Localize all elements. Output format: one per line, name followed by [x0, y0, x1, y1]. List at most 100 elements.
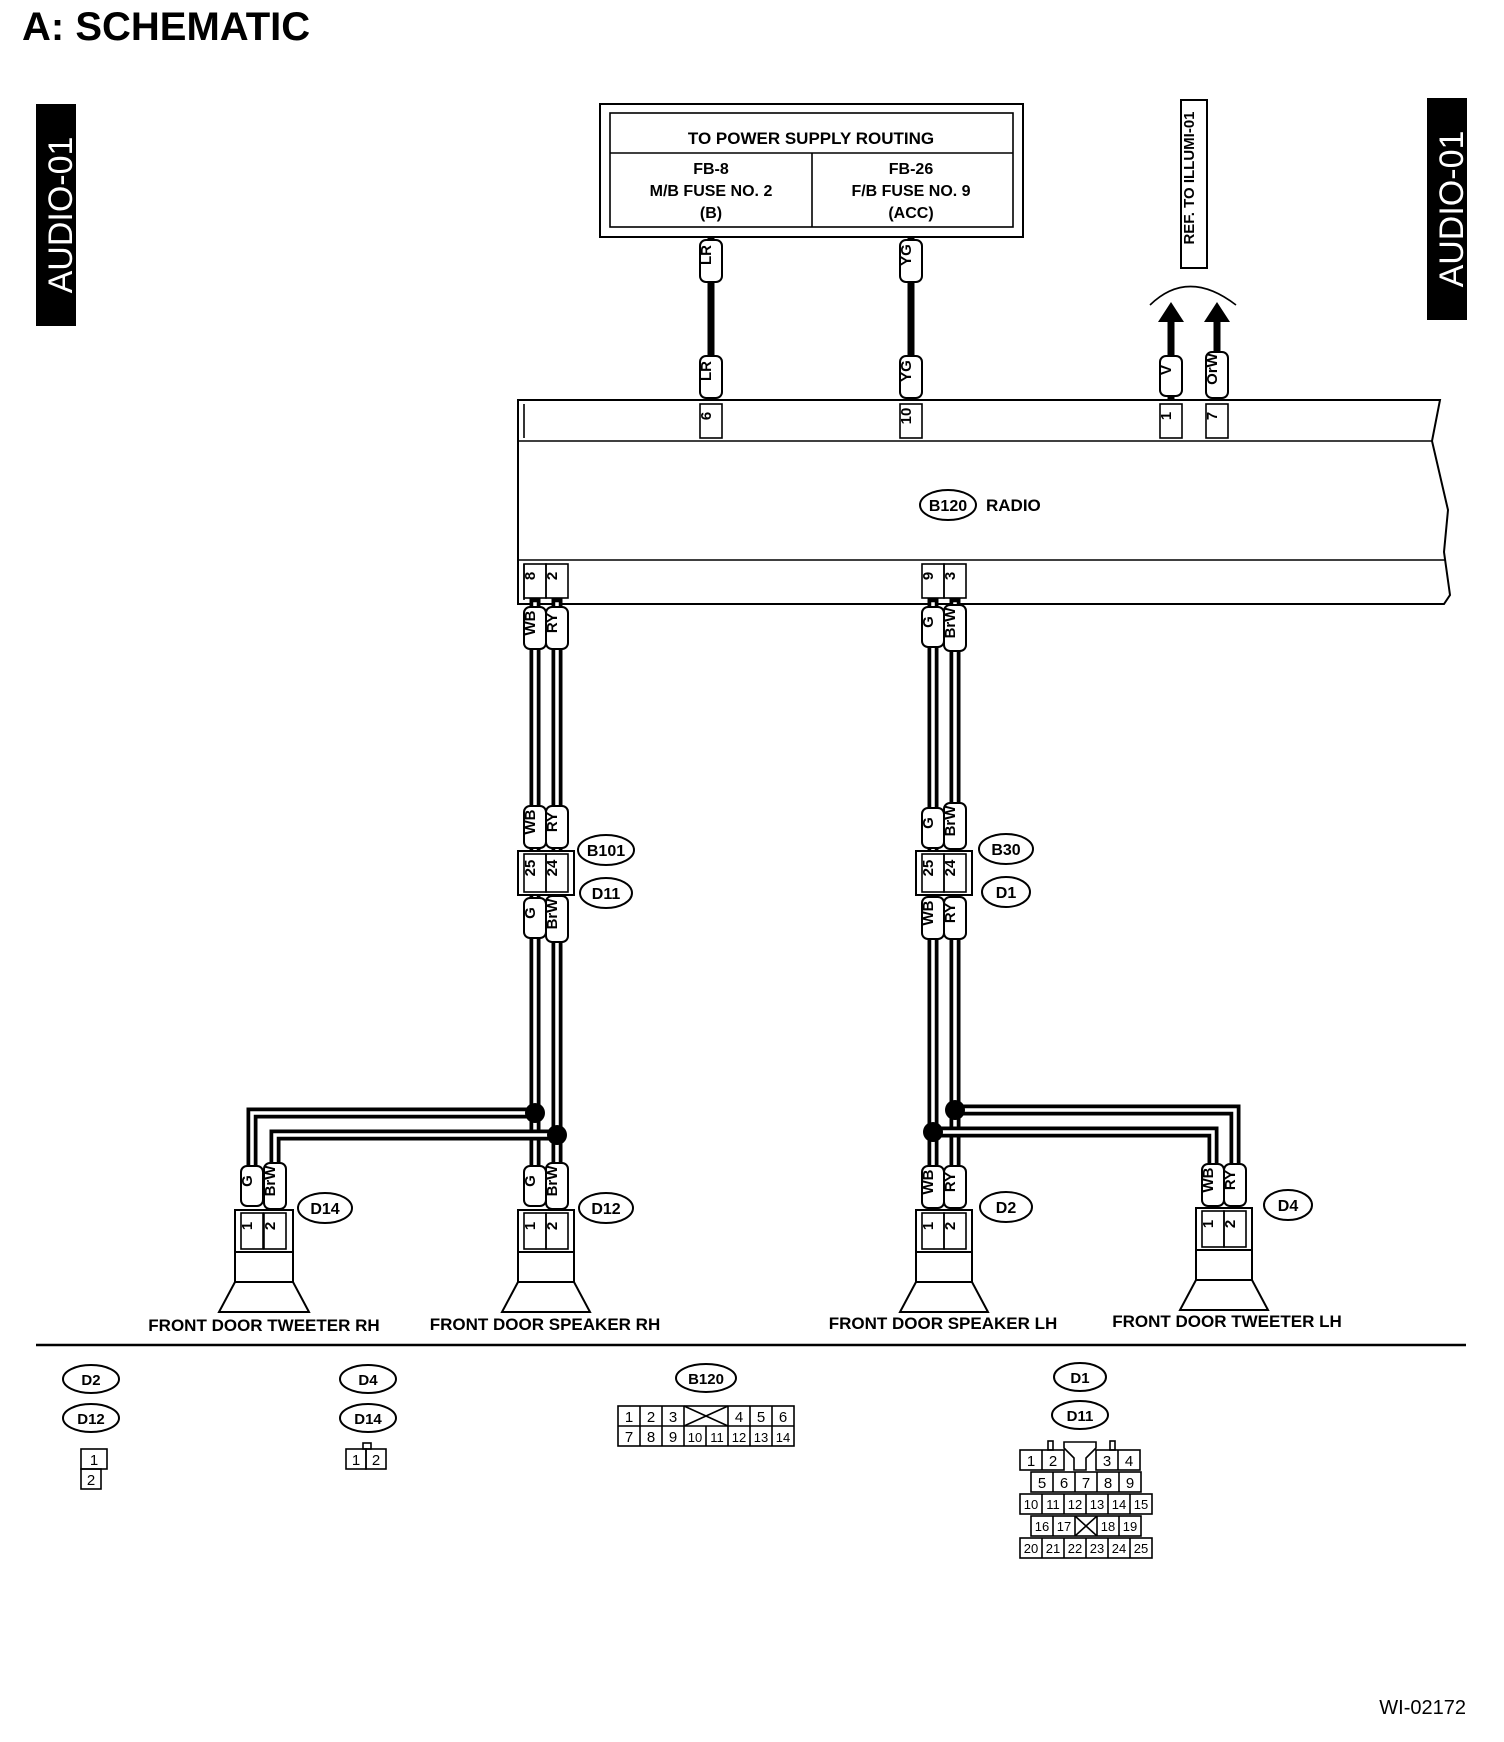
wire-tag-lr-bottom: LR: [698, 361, 715, 381]
top-wire-yg: YG YG: [898, 237, 923, 400]
svg-text:11: 11: [710, 1430, 724, 1445]
wire-tag-yg-top: YG: [898, 244, 915, 266]
svg-text:2: 2: [372, 1452, 380, 1469]
speaker-tweeter-rh: G BrW 1 2 D14 FRONT DOOR TWEETER RH: [148, 1162, 380, 1335]
side-label-left-text: AUDIO-01: [42, 137, 80, 294]
speaker-label: FRONT DOOR SPEAKER LH: [829, 1314, 1058, 1333]
wire-tag: BrW: [544, 898, 561, 930]
svg-text:11: 11: [1046, 1497, 1060, 1512]
svg-text:2: 2: [647, 1409, 655, 1426]
rh-harness: WB RY WB RY 25 24 G BrW B101 D11: [246, 598, 635, 1171]
wire-tag: G: [920, 817, 937, 829]
pin-7: 7: [1204, 412, 1221, 420]
pin: 2: [1222, 1220, 1239, 1228]
power-right-line2: F/B FUSE NO. 9: [851, 183, 970, 200]
svg-text:6: 6: [779, 1409, 787, 1426]
power-right-line1: FB-26: [889, 161, 934, 178]
svg-text:17: 17: [1057, 1519, 1071, 1534]
pin-3: 3: [942, 572, 959, 580]
wire-tag: G: [920, 616, 937, 628]
pin: 2: [544, 1222, 561, 1230]
pin-6: 6: [698, 412, 715, 420]
svg-text:23: 23: [1090, 1541, 1104, 1556]
pin: 1: [1200, 1220, 1217, 1228]
pin: 1: [522, 1222, 539, 1230]
svg-text:22: 22: [1068, 1541, 1082, 1556]
radio-label: RADIO: [986, 496, 1041, 515]
radio-unit: 6 10 1 7 B120 RADIO 8 2 9 3: [517, 399, 1452, 605]
connector-d14: D14: [310, 1201, 339, 1218]
speaker-label: FRONT DOOR SPEAKER RH: [430, 1315, 660, 1334]
pin-10: 10: [898, 408, 915, 425]
lh-harness: G BrW G BrW 25 24 WB RY B30 D1: [915, 598, 1241, 1171]
svg-text:21: 21: [1046, 1541, 1060, 1556]
svg-text:5: 5: [1038, 1475, 1046, 1492]
svg-text:9: 9: [1126, 1475, 1134, 1492]
connector-d4: D4: [1278, 1198, 1299, 1215]
pin: 1: [239, 1222, 256, 1230]
speaker-tweeter-lh: WB RY 1 2 D4 FRONT DOOR TWEETER LH: [1112, 1163, 1342, 1331]
svg-text:D11: D11: [1067, 1408, 1094, 1425]
wire-tag: G: [522, 907, 539, 919]
legend-d4-d14: D4 D14 1 2: [339, 1364, 397, 1470]
svg-text:8: 8: [647, 1429, 655, 1446]
wire-tag: RY: [942, 1172, 959, 1192]
connector-d11: D11: [592, 886, 621, 903]
wire-tag: RY: [1222, 1170, 1239, 1190]
wire-tag: RY: [544, 812, 561, 832]
legend-b120: B120 1 2 3 4 5 6 7 8 9 10 11 12 13 14: [617, 1363, 795, 1447]
wire-tag: BrW: [942, 805, 959, 837]
wire-tag: G: [239, 1175, 256, 1187]
wire-tag-lr-top: LR: [698, 245, 715, 265]
connector-d1: D1: [996, 885, 1017, 902]
svg-text:14: 14: [776, 1430, 790, 1445]
svg-text:6: 6: [1060, 1475, 1068, 1492]
connector-b30: B30: [991, 842, 1020, 859]
wire-tag: RY: [942, 903, 959, 923]
svg-text:D2: D2: [81, 1372, 100, 1389]
pin-8: 8: [522, 572, 539, 580]
wire-tag: BrW: [262, 1165, 279, 1197]
svg-text:D14: D14: [354, 1411, 382, 1428]
svg-text:5: 5: [757, 1409, 765, 1426]
wire-tag-yg-bottom: YG: [898, 360, 915, 382]
legend-d1-d11: D1 D11 1 2 3 4 5 6 7 8 9 10 11 12: [1019, 1362, 1153, 1559]
svg-text:1: 1: [1027, 1453, 1035, 1470]
svg-text:7: 7: [625, 1429, 633, 1446]
svg-text:D4: D4: [358, 1372, 378, 1389]
svg-text:15: 15: [1134, 1497, 1148, 1512]
svg-text:B120: B120: [688, 1371, 724, 1388]
svg-text:24: 24: [1112, 1541, 1126, 1556]
top-wire-lr: LR LR: [698, 237, 723, 400]
wire-tag: WB: [920, 1169, 937, 1194]
svg-text:8: 8: [1104, 1475, 1112, 1492]
arrow-up-icon: [1204, 302, 1230, 322]
wire-tag: RY: [544, 613, 561, 633]
wire-tag: BrW: [942, 607, 959, 639]
svg-text:2: 2: [1049, 1453, 1057, 1470]
speaker-label: FRONT DOOR TWEETER LH: [1112, 1312, 1341, 1331]
svg-text:12: 12: [1068, 1497, 1082, 1512]
radio-connector-id: B120: [929, 498, 967, 515]
speaker-front-lh: WB RY 1 2 D2 FRONT DOOR SPEAKER LH: [829, 1165, 1058, 1333]
illumi-reference: REF. TO ILLUMI-01 V OrW: [1149, 99, 1237, 400]
svg-text:D12: D12: [77, 1411, 105, 1428]
pin-24: 24: [942, 859, 959, 876]
svg-text:13: 13: [754, 1430, 768, 1445]
svg-text:1: 1: [625, 1409, 633, 1426]
connector-b101: B101: [587, 843, 625, 860]
power-left-line3: (B): [700, 205, 722, 222]
pin-24: 24: [544, 859, 561, 876]
pin-9: 9: [920, 572, 937, 580]
svg-text:18: 18: [1101, 1519, 1115, 1534]
wire-tag: G: [522, 1175, 539, 1187]
svg-text:3: 3: [669, 1409, 677, 1426]
side-label-left: AUDIO-01: [36, 104, 80, 326]
power-left-line2: M/B FUSE NO. 2: [650, 183, 773, 200]
svg-text:10: 10: [688, 1430, 702, 1445]
svg-text:4: 4: [1125, 1453, 1133, 1470]
svg-text:14: 14: [1112, 1497, 1126, 1512]
connector-d2: D2: [996, 1200, 1017, 1217]
page-title: A: SCHEMATIC: [22, 5, 310, 49]
